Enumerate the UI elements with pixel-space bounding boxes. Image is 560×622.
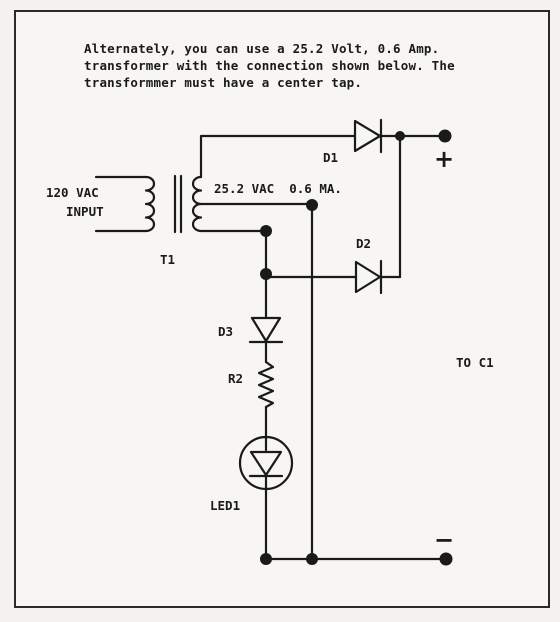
caption-line-1: Alternately, you can use a 25.2 Volt, 0.…	[84, 41, 440, 56]
caption-line-2: transformer with the connection shown be…	[84, 58, 455, 73]
label-r2: R2	[228, 371, 243, 386]
junction-dot	[306, 553, 318, 565]
junction-dot	[260, 268, 272, 280]
junction-dot	[306, 199, 318, 211]
diode-d1	[353, 118, 383, 154]
label-input: INPUT	[66, 204, 104, 219]
label-d2: D2	[356, 236, 371, 251]
junction-dot	[260, 553, 272, 565]
diode-d3	[248, 316, 284, 344]
label-input-voltage: 120 VAC	[46, 185, 99, 200]
junction-dot	[260, 225, 272, 237]
resistor-r2	[257, 360, 275, 409]
label-led1: LED1	[210, 498, 240, 513]
wire-secondary-top	[199, 134, 357, 179]
primary-coil	[144, 175, 156, 233]
label-to-c1: TO C1	[456, 355, 494, 370]
label-d1: D1	[323, 150, 338, 165]
label-transformer-rating: 25.2 VAC 0.6 MA.	[214, 181, 342, 196]
label-plus: +	[434, 145, 454, 173]
diode-d2	[354, 259, 383, 295]
caption: Alternately, you can use a 25.2 Volt, 0.…	[84, 40, 524, 91]
junction-dot	[395, 131, 405, 141]
label-d3: D3	[218, 324, 233, 339]
caption-line-3: transformmer must have a center tap.	[84, 75, 363, 90]
terminal-plus	[438, 129, 452, 143]
secondary-coil	[191, 175, 203, 233]
led1	[238, 435, 294, 491]
terminal-minus	[439, 552, 453, 566]
label-t1: T1	[160, 252, 175, 267]
label-minus: −	[434, 526, 454, 554]
figure-frame	[14, 10, 550, 608]
